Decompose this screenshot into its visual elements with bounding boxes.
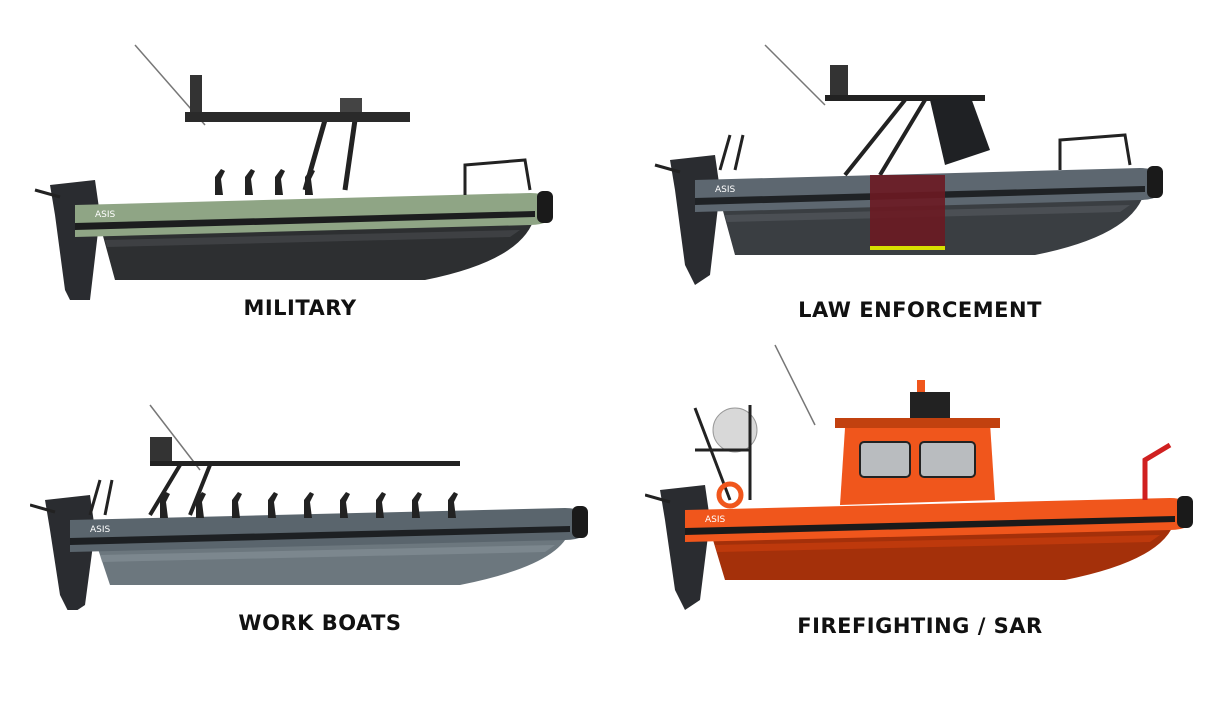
seat (448, 492, 458, 518)
seat (340, 492, 350, 518)
firefighting-boat-image: ASIS (645, 344, 1193, 610)
category-label-law-enforcement[interactable]: LAW ENFORCEMENT (798, 298, 1042, 322)
radar-mast (910, 392, 950, 418)
t-top-frame (302, 119, 358, 191)
t-top (825, 95, 985, 101)
brand-mark: ASIS (90, 525, 111, 535)
fire-monitor (1142, 442, 1172, 500)
bow-rail (1058, 133, 1132, 170)
seat-mount (830, 65, 848, 95)
bow-fender (537, 191, 553, 223)
liferaft-canister (712, 407, 758, 453)
radar-dome (340, 98, 362, 112)
brand-mark: ASIS (715, 185, 736, 195)
rub-rail (685, 516, 1175, 535)
category-label-firefighting-sar[interactable]: FIREFIGHTING / SAR (797, 614, 1043, 638)
wheelhouse-roof (835, 418, 1000, 428)
bow-rail (463, 158, 532, 195)
tiller (34, 188, 61, 199)
seat (376, 492, 386, 518)
seat (232, 492, 242, 518)
rub-rail (75, 211, 535, 230)
work-boat-image: ASIS (30, 404, 588, 610)
law-enforcement-boat-image: ASIS (654, 44, 1163, 285)
side-panel (870, 175, 945, 250)
t-top-frame (843, 98, 927, 177)
outboard-motor (670, 155, 720, 285)
t-top-frame (148, 463, 212, 517)
windshield-cover (930, 95, 990, 165)
radar-mount (150, 437, 172, 461)
brand-mark: ASIS (95, 210, 116, 220)
antenna (149, 404, 201, 471)
tiller (654, 163, 681, 174)
category-label-work-boats[interactable]: WORK BOATS (238, 611, 402, 635)
military-boat-image: ASIS (34, 44, 553, 300)
category-work-boats[interactable]: ASIS WORK BOATS (30, 400, 610, 640)
category-military[interactable]: ASIS MILITARY (30, 30, 570, 330)
window (859, 441, 911, 478)
bow-fender (1177, 496, 1193, 528)
beacon-light (917, 380, 925, 392)
outboard-motor (660, 485, 710, 610)
seat (304, 492, 314, 518)
hull-marking (870, 246, 945, 250)
ladder (718, 134, 745, 171)
brand-mark: ASIS (705, 515, 726, 525)
hull-strake (105, 230, 520, 247)
seat (275, 169, 285, 195)
outboard-motor (50, 180, 100, 300)
window (919, 441, 976, 478)
t-top (185, 112, 410, 122)
weapon-mount (190, 75, 202, 112)
category-firefighting-sar[interactable]: ASIS FIREFIGHTING / SAR (645, 340, 1195, 640)
tiller (30, 503, 56, 514)
bow-fender (1147, 166, 1163, 198)
seat (215, 169, 225, 195)
hull-strake (715, 535, 1160, 552)
tiller (645, 493, 671, 504)
bow-fender (572, 506, 588, 538)
lifebuoy (716, 481, 744, 509)
antenna (774, 344, 816, 426)
rub-rail (70, 526, 570, 545)
category-law-enforcement[interactable]: ASIS LAW ENFORCEMENT (650, 40, 1190, 330)
antenna (764, 44, 826, 106)
seat (412, 492, 422, 518)
seat (245, 169, 255, 195)
t-top-rail (150, 461, 460, 466)
seat (160, 492, 170, 518)
seat (268, 492, 278, 518)
ladder (88, 479, 114, 516)
hull-strake (100, 545, 555, 562)
category-label-military[interactable]: MILITARY (243, 296, 357, 320)
